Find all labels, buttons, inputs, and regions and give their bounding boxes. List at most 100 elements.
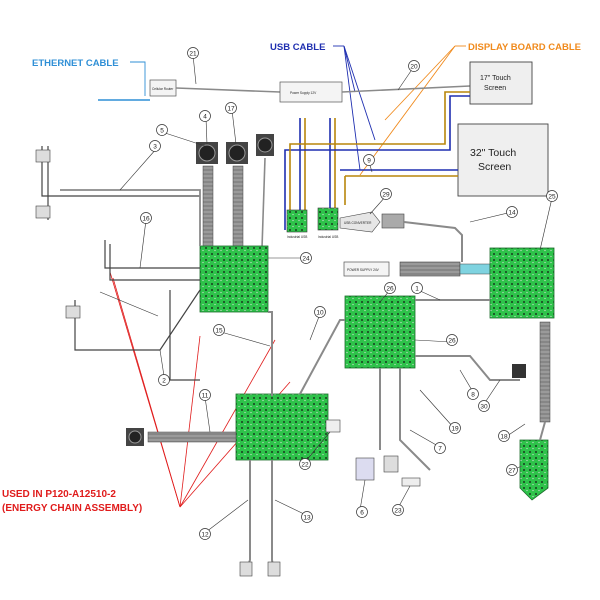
usb-cable-label: USB CABLE: [270, 42, 325, 53]
lower-cables: [239, 460, 281, 577]
balloon-16: 16: [140, 212, 152, 224]
industrial-usb-2: Industrial USB: [317, 207, 338, 239]
balloon-7: 7: [434, 442, 446, 454]
balloon-4: 4: [199, 110, 211, 122]
svg-text:11: 11: [202, 393, 209, 400]
balloon-24: 24: [300, 252, 312, 264]
svg-text:5: 5: [160, 128, 164, 135]
touch-screen-32: 32" Touch Screen: [457, 123, 549, 197]
balloon-18: 18: [498, 430, 510, 442]
chain-24v: [399, 261, 461, 277]
ethernet-leader: [98, 61, 150, 101]
pcb-25: [489, 247, 555, 319]
svg-text:2: 2: [162, 378, 166, 385]
svg-text:16: 16: [142, 216, 150, 223]
touch-screen-17: 17" Touch Screen: [469, 61, 533, 105]
chain-11: [147, 431, 237, 443]
svg-text:14: 14: [508, 210, 516, 217]
balloon-22: 22: [299, 458, 311, 470]
svg-text:29: 29: [382, 192, 390, 199]
balloon-14: 14: [506, 206, 518, 218]
display-board-cable-label: DISPLAY BOARD CABLE: [468, 42, 581, 53]
chain-18: [539, 321, 551, 423]
svg-text:26: 26: [386, 286, 394, 293]
cable-21: [175, 87, 281, 93]
power-supply-24v: POWER SUPPLY 24V: [343, 261, 390, 277]
industrial-usb-2-label: Industrial USB: [318, 235, 338, 239]
touch-screen-17-line1: 17" Touch: [480, 75, 511, 82]
balloon-26: 26: [384, 282, 396, 294]
balloon-23: 23: [392, 504, 404, 516]
touch-screen-32-line2: Screen: [478, 161, 511, 173]
svg-text:15: 15: [215, 328, 223, 335]
used-in-label-line1: USED IN P120-A12510-2: [2, 489, 116, 500]
pcb-lower: [235, 393, 329, 461]
usb-converter: USB CONVERTER: [339, 211, 405, 233]
svg-text:30: 30: [480, 404, 488, 411]
balloon-25: 25: [546, 190, 558, 202]
svg-text:18: 18: [500, 434, 508, 441]
svg-text:19: 19: [451, 426, 459, 433]
ethernet-cable-label: ETHERNET CABLE: [32, 58, 119, 69]
svg-text:6: 6: [360, 510, 364, 517]
touch-screen-17-line2: Screen: [484, 85, 506, 92]
balloon-6: 6: [356, 506, 368, 518]
svg-text:10: 10: [316, 310, 324, 317]
balloon-21: 21: [187, 47, 199, 59]
balloon-11: 11: [199, 389, 211, 401]
svg-text:20: 20: [410, 64, 418, 71]
pcb-24: [199, 245, 269, 313]
svg-text:25: 25: [548, 194, 556, 201]
balloon-15: 15: [213, 324, 225, 336]
svg-text:8: 8: [471, 392, 475, 399]
bottom-components: [325, 364, 526, 487]
svg-text:1: 1: [415, 286, 419, 293]
svg-text:21: 21: [189, 51, 197, 58]
svg-text:22: 22: [301, 462, 309, 469]
svg-text:23: 23: [394, 508, 402, 515]
svg-text:7: 7: [438, 446, 442, 453]
svg-text:9: 9: [367, 158, 371, 165]
svg-text:4: 4: [203, 114, 207, 121]
balloon-27: 27: [506, 464, 518, 476]
balloon-12: 12: [199, 528, 211, 540]
power-supply-12v: Power Supply 12V: [279, 81, 343, 103]
svg-text:27: 27: [508, 468, 516, 475]
balloon-leaders: [99, 54, 553, 533]
pcb-26: [344, 295, 416, 369]
cable-20: [341, 85, 471, 93]
balloon-5: 5: [156, 124, 168, 136]
svg-text:3: 3: [153, 144, 157, 151]
touch-screen-32-line1: 32" Touch: [470, 147, 516, 159]
used-in-label-line2: (ENERGY CHAIN ASSEMBLY): [2, 503, 142, 514]
balloon-8: 8: [467, 388, 479, 400]
industrial-usb-1: Industrial USB: [286, 209, 307, 239]
balloon-20: 20: [408, 60, 420, 72]
svg-text:24: 24: [302, 256, 310, 263]
cable-14: [403, 221, 463, 262]
usb-converter-label: USB CONVERTER: [344, 221, 372, 225]
svg-text:17: 17: [227, 106, 235, 113]
balloon-10: 10: [314, 306, 326, 318]
svg-text:12: 12: [201, 532, 209, 539]
power-supply-24v-label: POWER SUPPLY 24V: [347, 268, 380, 272]
pcb-27: [519, 439, 549, 501]
usb-leaders: [333, 45, 376, 171]
svg-text:13: 13: [303, 515, 311, 522]
balloon-9: 9: [363, 154, 375, 166]
cellular-router-label: Cellular Router: [152, 87, 174, 91]
balloon-29: 29: [380, 188, 392, 200]
left-harnesses: [35, 146, 201, 381]
balloon-13: 13: [301, 511, 313, 523]
motor-chains: [202, 157, 266, 249]
balloon-30: 30: [478, 400, 490, 412]
cellular-router: Cellular Router: [149, 79, 177, 97]
balloon-1: 1: [411, 282, 423, 294]
display-leaders: [359, 45, 466, 176]
balloon-26b: 26: [446, 334, 458, 346]
board-links: [268, 299, 520, 471]
motor-small: [126, 428, 144, 446]
svg-text:26: 26: [448, 338, 456, 345]
balloon-17: 17: [225, 102, 237, 114]
